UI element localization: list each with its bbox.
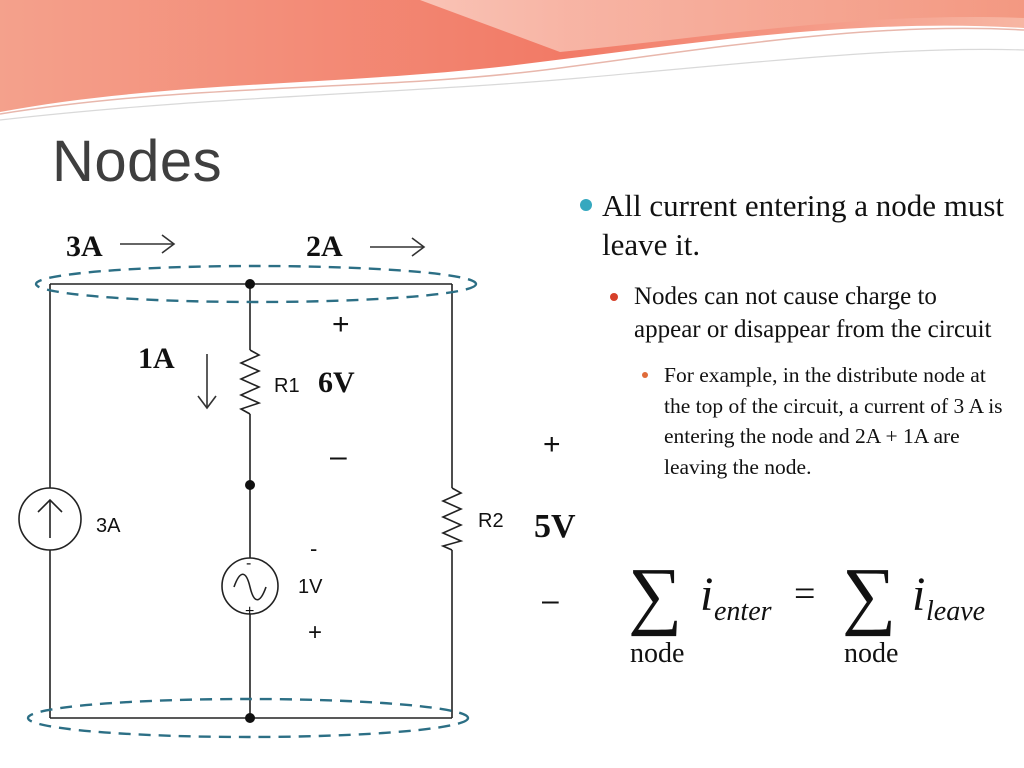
bullet-text: All current entering a node must leave i… <box>602 188 1005 262</box>
r2-minus-sign: – <box>542 584 559 617</box>
resistor-r1 <box>239 349 262 415</box>
bullet-level-2: Nodes can not cause charge to appear or … <box>578 280 1008 346</box>
r1-voltage-label: 6V <box>318 366 355 399</box>
arrow-down-icon <box>197 354 217 410</box>
resistor-r2 <box>440 487 464 551</box>
bullet-dot-icon <box>580 199 592 211</box>
bullet-list: All current entering a node must leave i… <box>578 186 1008 482</box>
bullet-text: Nodes can not cause charge to appear or … <box>634 283 992 343</box>
rhs-subscript: leave <box>926 596 985 627</box>
vsource-voltage-label: 1V <box>298 576 323 598</box>
top-node-outline <box>34 264 478 304</box>
bottom-node-outline <box>26 697 470 739</box>
bullet-dot-icon <box>610 293 618 301</box>
lhs-current-symbol: i <box>700 568 713 621</box>
arrow-right-icon <box>370 237 426 257</box>
circuit-background <box>14 222 582 752</box>
bullet-level-1: All current entering a node must leave i… <box>578 186 1008 264</box>
vsource-outer-plus: + <box>308 619 322 646</box>
vsource-inner-plus: + <box>245 603 254 620</box>
r1-label: R1 <box>274 375 300 397</box>
vsource-outer-minus: - <box>310 536 317 561</box>
summation-icon: ∑ <box>628 553 682 637</box>
node-dot-top <box>245 279 255 289</box>
lhs-under-label: node <box>630 638 684 669</box>
voltage-source <box>221 557 279 615</box>
node-dot-middle <box>245 480 255 490</box>
top-left-current-label: 3A <box>66 230 103 263</box>
rhs-current-symbol: i <box>912 568 925 621</box>
source-current-label: 3A <box>96 515 121 537</box>
r2-voltage-label: 5V <box>534 508 576 545</box>
vsource-inner-minus: - <box>246 555 251 572</box>
r2-plus-sign: + <box>543 428 561 461</box>
slide-title: Nodes <box>52 129 223 194</box>
rhs-under-label: node <box>844 638 898 669</box>
bullet-dot-icon <box>642 372 648 378</box>
branch-current-label: 1A <box>138 342 175 375</box>
r1-minus-sign: – <box>330 440 347 473</box>
summation-icon: ∑ <box>842 553 896 637</box>
decorative-banner <box>0 0 1024 121</box>
r1-plus-sign: + <box>332 308 350 341</box>
equals-sign: = <box>794 573 815 615</box>
node-dot-bottom <box>245 713 255 723</box>
arrow-right-icon <box>120 234 176 254</box>
r2-label: R2 <box>478 510 504 532</box>
lhs-subscript: enter <box>714 596 772 627</box>
bullet-text: For example, in the distribute node at t… <box>664 363 1003 479</box>
top-right-current-label: 2A <box>306 230 343 263</box>
bullet-level-3: For example, in the distribute node at t… <box>578 360 1008 482</box>
current-source <box>18 487 82 551</box>
